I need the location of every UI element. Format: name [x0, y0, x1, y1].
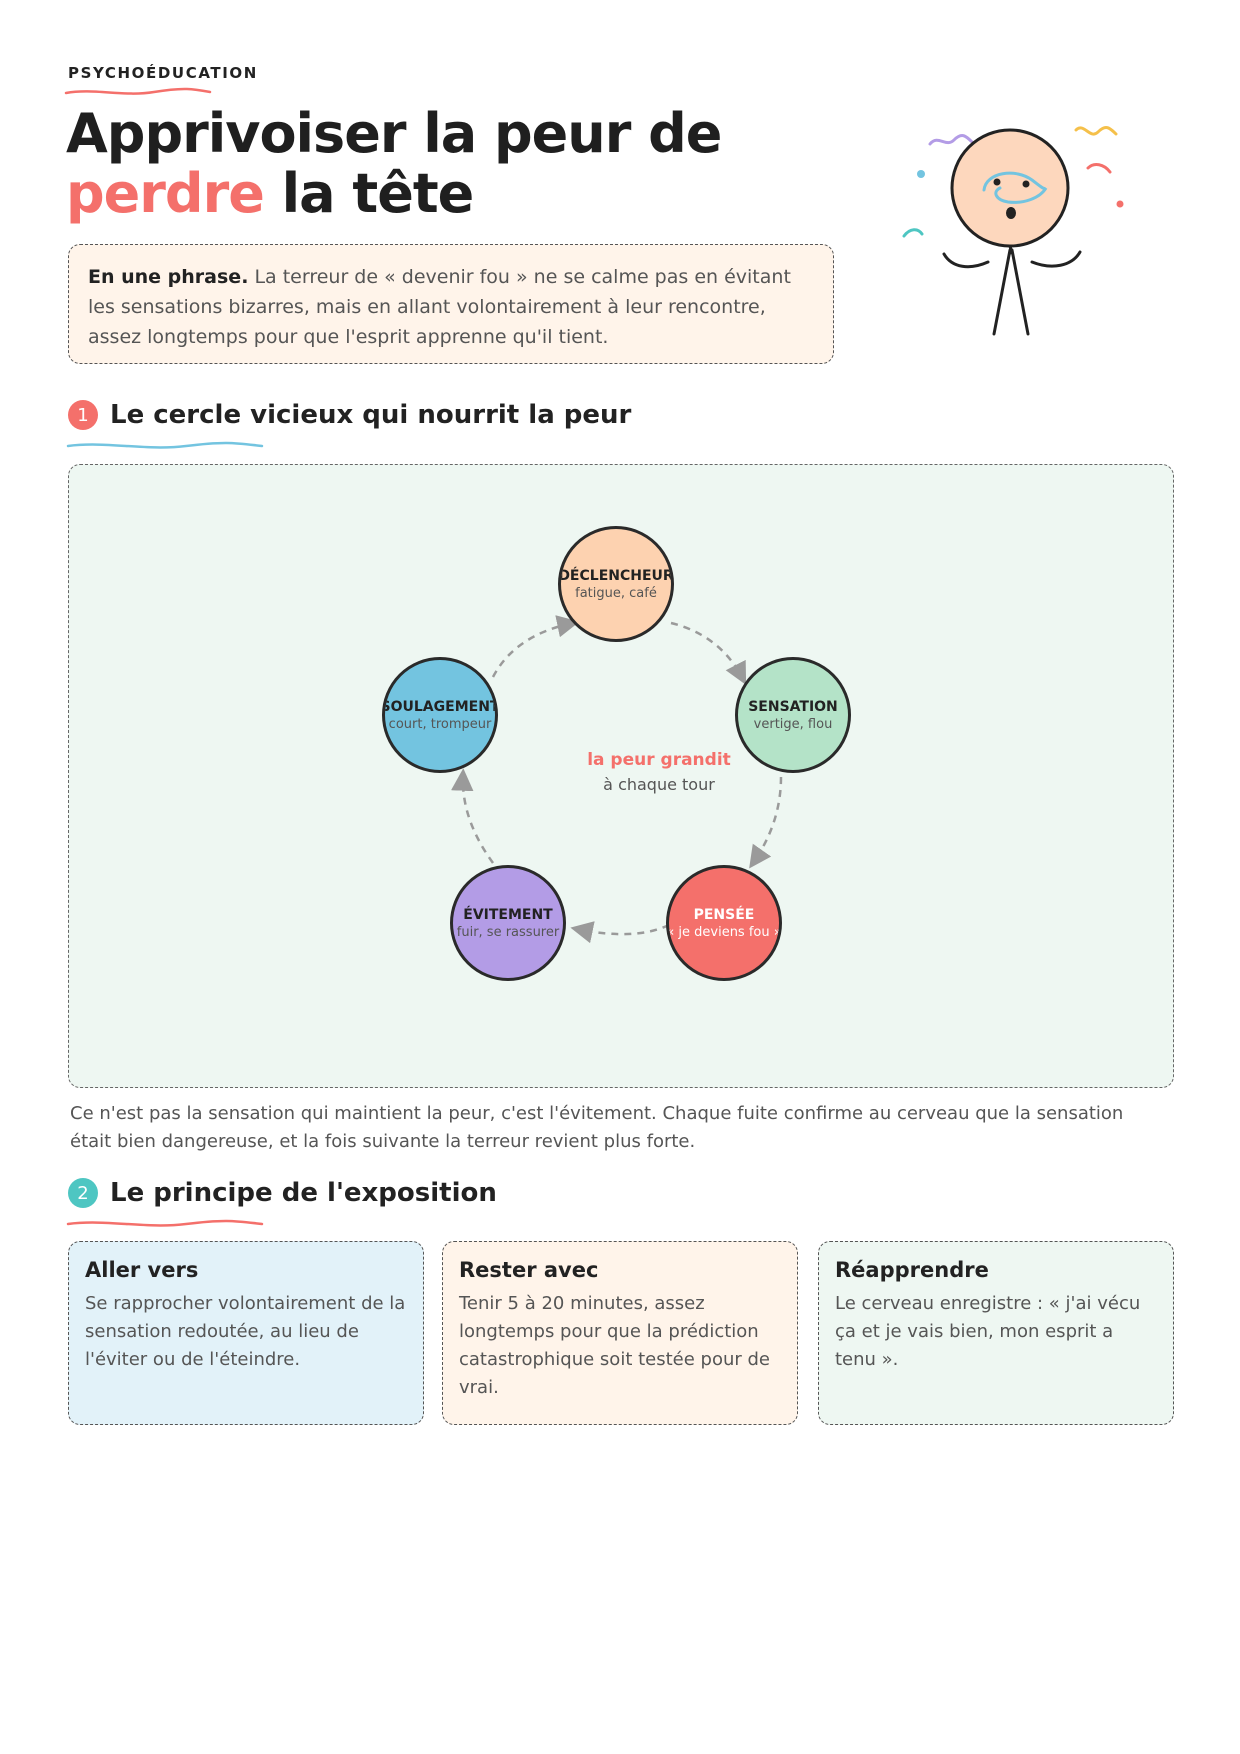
vicious-cycle-diagram: DÉCLENCHEUR fatigue, café SENSATION vert… [68, 464, 1174, 1088]
section-2-squiggle [66, 1219, 264, 1227]
eyebrow-label: PSYCHOÉDUCATION [68, 64, 258, 82]
mascot-arm-right [1030, 250, 1082, 268]
card-aller-vers: Aller vers Se rapprocher volontairement … [68, 1241, 424, 1425]
page-title: Apprivoiser la peur de perdre la tête [66, 102, 722, 225]
node-label: SENSATION [748, 698, 838, 715]
node-sensation: SENSATION vertige, flou [735, 657, 851, 773]
card-text: Tenir 5 à 20 minutes, assez longtemps po… [459, 1293, 771, 1398]
summary-lead: En une phrase. [88, 266, 249, 288]
arrow-pensee-evitement [570, 921, 670, 944]
summary-text: La terreur de « devenir fou » ne se calm… [88, 266, 791, 348]
title-line-1: Apprivoiser la peur de [66, 102, 722, 165]
section-1-squiggle [66, 441, 264, 449]
arrow-evitement-soulagement [451, 768, 495, 864]
arrow-sensation-pensee [749, 776, 783, 869]
title-rest: la tête [263, 162, 475, 225]
mascot-leg-left [992, 248, 1012, 336]
card-title: Rester avec [459, 1258, 599, 1282]
section-2-number: 2 [68, 1178, 98, 1208]
card-reapprendre: Réapprendre Le cerveau enregistre : « j'… [818, 1241, 1174, 1425]
confetti-red [1116, 200, 1124, 208]
card-rester-avec: Rester avec Tenir 5 à 20 minutes, assez … [442, 1241, 798, 1425]
summary-box: En une phrase. La terreur de « devenir f… [68, 244, 834, 364]
mascot-eye-left [993, 178, 1001, 186]
cycle-caption: Ce n'est pas la sensation qui maintient … [70, 1103, 1124, 1152]
node-sub: court, trompeur [388, 716, 492, 732]
card-title: Aller vers [85, 1258, 199, 1282]
squiggle-purple [928, 134, 974, 146]
card-text: Se rapprocher volontairement de la sensa… [85, 1293, 406, 1370]
cycle-center-sublabel: à chaque tour [603, 775, 715, 794]
section-1-title: Le cercle vicieux qui nourrit la peur [110, 400, 632, 430]
node-label: DÉCLENCHEUR [558, 567, 674, 584]
node-sub: « je deviens fou » [666, 924, 782, 940]
card-title: Réapprendre [835, 1258, 989, 1282]
squiggle-yellow [1074, 126, 1118, 136]
section-1-number: 1 [68, 400, 98, 430]
mascot-leg-right [1010, 248, 1030, 336]
node-evitement: ÉVITEMENT fuir, se rassurer [450, 865, 566, 981]
squiggle-red [1086, 163, 1112, 174]
mascot-head [950, 128, 1070, 248]
node-label: SOULAGEMENT [382, 698, 498, 715]
section-1-heading: 1 Le cercle vicieux qui nourrit la peur [68, 400, 631, 430]
mascot-illustration [902, 126, 1124, 336]
node-soulagement: SOULAGEMENT court, trompeur [382, 657, 498, 773]
node-sub: fatigue, café [575, 585, 657, 601]
node-pensee: PENSÉE « je deviens fou » [666, 865, 782, 981]
node-label: PENSÉE [693, 906, 755, 923]
arrow-soulagement-declencheur [491, 615, 580, 678]
node-declencheur: DÉCLENCHEUR fatigue, café [558, 526, 674, 642]
title-accent-word: perdre [66, 162, 265, 225]
node-sub: vertige, flou [753, 716, 833, 732]
eyebrow-squiggle [64, 87, 212, 95]
confetti-blue [917, 170, 925, 178]
card-text: Le cerveau enregistre : « j'ai vécu ça e… [835, 1293, 1141, 1370]
arrow-declencheur-sensation [670, 621, 747, 685]
section-2-title: Le principe de l'exposition [110, 1178, 497, 1208]
section-2-heading: 2 Le principe de l'exposition [68, 1178, 497, 1208]
mascot-arm-left [942, 252, 990, 269]
mascot-swirl [982, 171, 1048, 204]
node-label: ÉVITEMENT [463, 906, 553, 923]
exposition-cards: Aller vers Se rapprocher volontairement … [68, 1241, 1174, 1425]
node-sub: fuir, se rassurer [456, 924, 560, 940]
cycle-arrows [451, 615, 783, 944]
mascot-mouth [1006, 207, 1016, 219]
cycle-center-label: la peur grandit [587, 750, 731, 770]
squiggle-teal [902, 228, 924, 238]
mascot-eye-right [1022, 180, 1030, 188]
